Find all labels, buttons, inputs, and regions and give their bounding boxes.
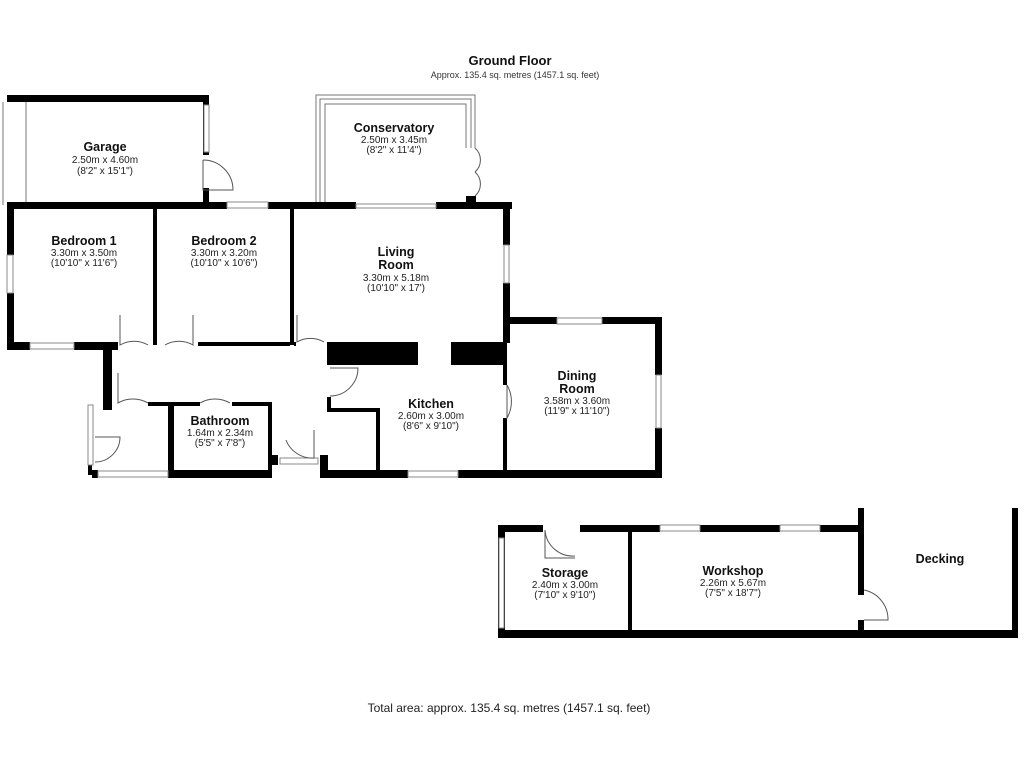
room-bathroom: Bathroom 1.64m x 2.34m (5'5" x 7'8") — [187, 414, 253, 449]
room-decking: Decking — [916, 552, 965, 566]
room-garage: Garage 2.50m x 4.60m (8'2" x 15'1") — [72, 140, 138, 177]
total-area: Total area: approx. 135.4 sq. metres (14… — [368, 701, 651, 715]
room-name: Garage — [83, 140, 126, 154]
room-name: Bedroom 1 — [51, 234, 116, 248]
room-workshop: Workshop 2.26m x 5.67m (7'5" x 18'7") — [700, 564, 766, 599]
room-name-line2: Room — [378, 258, 413, 272]
room-size-metric: 3.58m x 3.60m — [544, 396, 610, 407]
room-conservatory: Conservatory 2.50m x 3.45m (8'2" x 11'4"… — [354, 121, 435, 156]
windows — [6, 104, 662, 478]
outbuilding-walls — [498, 508, 1018, 638]
room-name-line1: Living — [378, 245, 415, 259]
floor-title: Ground Floor — [468, 53, 551, 68]
room-name: Decking — [916, 552, 965, 566]
room-name: Bedroom 2 — [191, 234, 256, 248]
floor-area: Approx. 135.4 sq. metres (1457.1 sq. fee… — [431, 70, 600, 80]
room-name: Conservatory — [354, 121, 435, 135]
room-kitchen: Kitchen 2.60m x 3.00m (8'6" x 9'10") — [398, 397, 464, 432]
room-storage: Storage 2.40m x 3.00m (7'10" x 9'10") — [532, 566, 598, 601]
room-size-imperial: (5'5" x 7'8") — [195, 438, 245, 449]
room-name: Workshop — [703, 564, 764, 578]
room-bedroom-1: Bedroom 1 3.30m x 3.50m (10'10" x 11'6") — [51, 234, 117, 269]
room-size-imperial: (8'2" x 11'4") — [366, 145, 421, 156]
room-size-imperial: (10'10" x 10'6") — [190, 258, 257, 269]
room-size-metric: 3.30m x 5.18m — [363, 273, 429, 284]
room-name-line2: Room — [559, 382, 594, 396]
room-size-imperial: (11'9" x 11'10") — [544, 406, 610, 417]
room-size-metric: 3.30m x 3.50m — [51, 248, 117, 259]
room-name-line1: Dining — [558, 369, 597, 383]
room-dining: Dining Room 3.58m x 3.60m (11'9" x 11'10… — [544, 369, 610, 417]
room-name: Bathroom — [190, 414, 249, 428]
room-size-metric: 2.40m x 3.00m — [532, 580, 598, 591]
room-size-metric: 3.30m x 3.20m — [191, 248, 257, 259]
room-size-metric: 2.60m x 3.00m — [398, 411, 464, 422]
doors — [94, 147, 512, 463]
room-size-imperial: (7'5" x 18'7") — [705, 588, 761, 599]
room-size-imperial: (7'10" x 9'10") — [534, 590, 596, 601]
room-size-imperial: (8'6" x 9'10") — [403, 421, 459, 432]
room-size-imperial: (8'2" x 15'1") — [77, 166, 133, 177]
room-size-imperial: (10'10" x 17') — [367, 283, 425, 294]
room-living: Living Room 3.30m x 5.18m (10'10" x 17') — [363, 245, 429, 294]
room-size-metric: 2.50m x 4.60m — [72, 155, 138, 166]
room-name: Storage — [542, 566, 589, 580]
room-name: Kitchen — [408, 397, 454, 411]
room-size-metric: 2.26m x 5.67m — [700, 578, 766, 589]
conservatory-frame — [315, 94, 476, 204]
room-size-imperial: (10'10" x 11'6") — [51, 258, 117, 269]
room-bedroom-2: Bedroom 2 3.30m x 3.20m (10'10" x 10'6") — [190, 234, 257, 269]
room-size-metric: 1.64m x 2.34m — [187, 428, 253, 439]
room-size-metric: 2.50m x 3.45m — [361, 135, 427, 146]
